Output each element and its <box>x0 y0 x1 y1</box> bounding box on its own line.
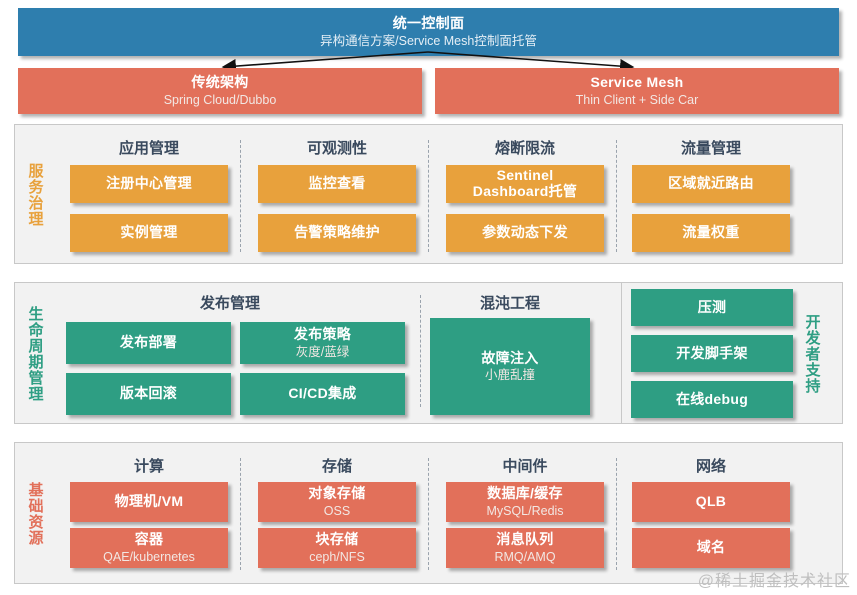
item-title: 容器 <box>134 531 164 548</box>
item-box[interactable]: 域名 <box>632 528 790 568</box>
item-box[interactable]: 在线debug <box>631 381 793 418</box>
service-mesh-subtitle: Thin Client + Side Car <box>575 92 699 107</box>
item-box[interactable]: CI/CD集成 <box>240 373 405 415</box>
item-title: 监控查看 <box>308 175 366 192</box>
column-header: 存储 <box>321 458 352 475</box>
column-header: 网络 <box>695 458 726 475</box>
item-title: 注册中心管理 <box>106 175 192 192</box>
item-title: 区域就近路由 <box>668 175 754 192</box>
item-title: 对象存储 <box>308 485 366 502</box>
item-title: 开发脚手架 <box>676 344 748 361</box>
item-box[interactable]: 告警策略维护 <box>258 214 416 252</box>
column-divider <box>428 458 429 570</box>
column-header: 计算 <box>133 458 164 475</box>
column-header: 可观测性 <box>306 140 367 157</box>
column-divider <box>616 458 617 570</box>
item-box[interactable]: 参数动态下发 <box>446 214 604 252</box>
control-plane-title: 统一控制面 <box>392 15 465 32</box>
item-box[interactable]: 实例管理 <box>70 214 228 252</box>
side-label-developer-support: 开发者支持 <box>803 314 821 394</box>
column-header: 应用管理 <box>118 140 179 157</box>
item-subtitle: MySQL/Redis <box>486 503 564 518</box>
item-title: 消息队列 <box>496 531 554 548</box>
item-box[interactable]: 注册中心管理 <box>70 165 228 203</box>
item-box[interactable]: 物理机/VM <box>70 482 228 522</box>
column-divider <box>616 140 617 252</box>
column-divider <box>240 140 241 252</box>
service-mesh-title: Service Mesh <box>590 74 684 91</box>
watermark: @稀土掘金技术社区 <box>697 573 851 590</box>
column-divider <box>420 295 421 407</box>
item-title: 块存储 <box>315 531 359 548</box>
connector-arrows <box>221 51 635 74</box>
column-divider <box>428 140 429 252</box>
item-box[interactable]: 开发脚手架 <box>631 335 793 372</box>
item-subtitle: QAE/kubernetes <box>103 549 195 564</box>
column-header: 发布管理 <box>199 295 260 312</box>
column-header: 中间件 <box>502 458 548 475</box>
item-box[interactable]: QLB <box>632 482 790 522</box>
item-title: QLB <box>695 493 727 510</box>
item-subtitle: ceph/NFS <box>309 549 365 564</box>
column-header: 混沌工程 <box>479 295 540 312</box>
item-title: CI/CD集成 <box>288 385 357 402</box>
legacy-architecture-title: 传统架构 <box>191 74 249 91</box>
item-title: 参数动态下发 <box>482 224 568 241</box>
item-box[interactable]: 发布部署 <box>66 322 231 364</box>
item-title: 数据库/缓存 <box>487 485 563 502</box>
item-title: 实例管理 <box>120 224 178 241</box>
legacy-architecture-box: 传统架构 Spring Cloud/Dubbo <box>18 68 422 114</box>
item-title: 物理机/VM <box>114 493 184 510</box>
item-box[interactable]: 故障注入小鹿乱撞 <box>430 318 590 415</box>
column-header: 流量管理 <box>680 140 741 157</box>
item-box[interactable]: 区域就近路由 <box>632 165 790 203</box>
item-subtitle: 小鹿乱撞 <box>484 368 535 383</box>
item-title: 版本回滚 <box>119 385 178 402</box>
item-subtitle: 灰度/蓝绿 <box>295 344 350 359</box>
item-subtitle: RMQ/AMQ <box>494 549 556 564</box>
control-plane-subtitle: 异构通信方案/Service Mesh控制面托管 <box>320 33 537 48</box>
item-title: Sentinel <box>496 167 554 184</box>
side-label-governance: 服务治理 <box>26 163 44 227</box>
item-title-line2: Dashboard托管 <box>472 183 578 199</box>
item-title: 发布策略 <box>293 326 352 343</box>
side-label-lifecycle: 生命周期管理 <box>26 306 44 402</box>
item-title: 故障注入 <box>481 349 539 366</box>
control-plane-box: 统一控制面 异构通信方案/Service Mesh控制面托管 <box>18 8 839 56</box>
item-title: 压测 <box>697 298 727 315</box>
column-divider <box>240 458 241 570</box>
item-box[interactable]: 发布策略灰度/蓝绿 <box>240 322 405 364</box>
side-label-infrastructure: 基础资源 <box>26 482 44 546</box>
item-subtitle: OSS <box>323 503 351 518</box>
service-mesh-box: Service Mesh Thin Client + Side Car <box>435 68 839 114</box>
item-title: 流量权重 <box>682 224 740 241</box>
item-box[interactable]: 监控查看 <box>258 165 416 203</box>
item-box[interactable]: 压测 <box>631 289 793 326</box>
item-box[interactable]: 版本回滚 <box>66 373 231 415</box>
item-title: 域名 <box>696 539 726 556</box>
item-box[interactable]: 流量权重 <box>632 214 790 252</box>
item-title: 告警策略维护 <box>294 224 380 241</box>
legacy-architecture-subtitle: Spring Cloud/Dubbo <box>163 92 277 107</box>
column-header: 熔断限流 <box>494 140 555 157</box>
item-title: 发布部署 <box>119 334 178 351</box>
item-title: 在线debug <box>675 390 749 407</box>
